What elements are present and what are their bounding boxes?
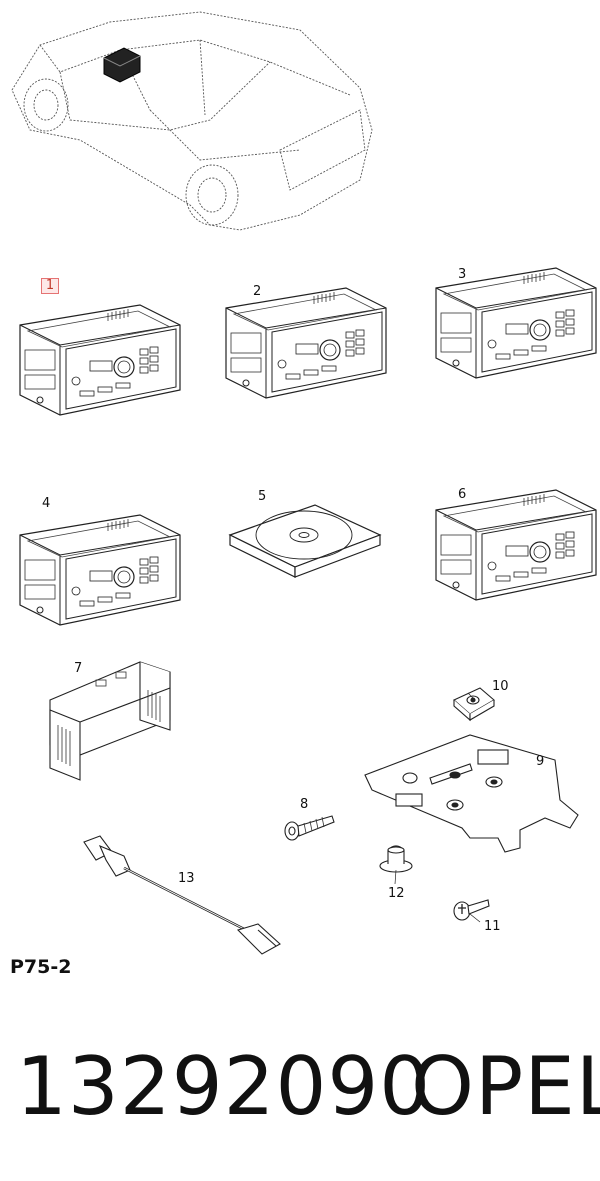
callout-2: 2 xyxy=(253,284,261,299)
speed-nut xyxy=(452,687,495,722)
screw-8 xyxy=(284,815,335,841)
radio-location-marker xyxy=(103,47,141,83)
callout-3: 3 xyxy=(458,267,466,282)
radio-unit-4 xyxy=(19,514,181,626)
vehicle-outline xyxy=(11,11,373,231)
callout-6: 6 xyxy=(458,487,466,502)
radio-unit-6 xyxy=(435,489,597,601)
support-plate xyxy=(364,734,579,853)
radio-unit-3 xyxy=(435,267,597,379)
screw-11 xyxy=(453,899,490,921)
callout-12: 12 xyxy=(388,886,405,901)
callout-10: 10 xyxy=(492,679,509,694)
grommet-clip xyxy=(379,845,413,873)
callout-11: 11 xyxy=(484,919,501,934)
radio-unit-1 xyxy=(19,304,181,416)
callout-7: 7 xyxy=(74,661,82,676)
wiring-harness xyxy=(83,835,281,955)
callout-5: 5 xyxy=(258,489,266,504)
brand-name: OPEL xyxy=(411,1040,600,1133)
footer-caption: 13292090 OPEL xyxy=(16,1040,600,1160)
radio-unit-2 xyxy=(225,287,387,399)
leader-lines xyxy=(394,692,481,923)
callout-9: 9 xyxy=(536,754,544,769)
cd-disc xyxy=(229,504,381,578)
callout-1-highlighted[interactable]: 1 xyxy=(41,278,59,294)
callout-1-label: 1 xyxy=(45,278,55,293)
figure-reference: P75-2 xyxy=(10,956,72,978)
callout-8: 8 xyxy=(300,797,308,812)
mounting-bracket xyxy=(49,661,171,781)
part-number: 13292090 xyxy=(16,1040,432,1133)
callout-4: 4 xyxy=(42,496,50,511)
callout-13: 13 xyxy=(178,871,195,886)
